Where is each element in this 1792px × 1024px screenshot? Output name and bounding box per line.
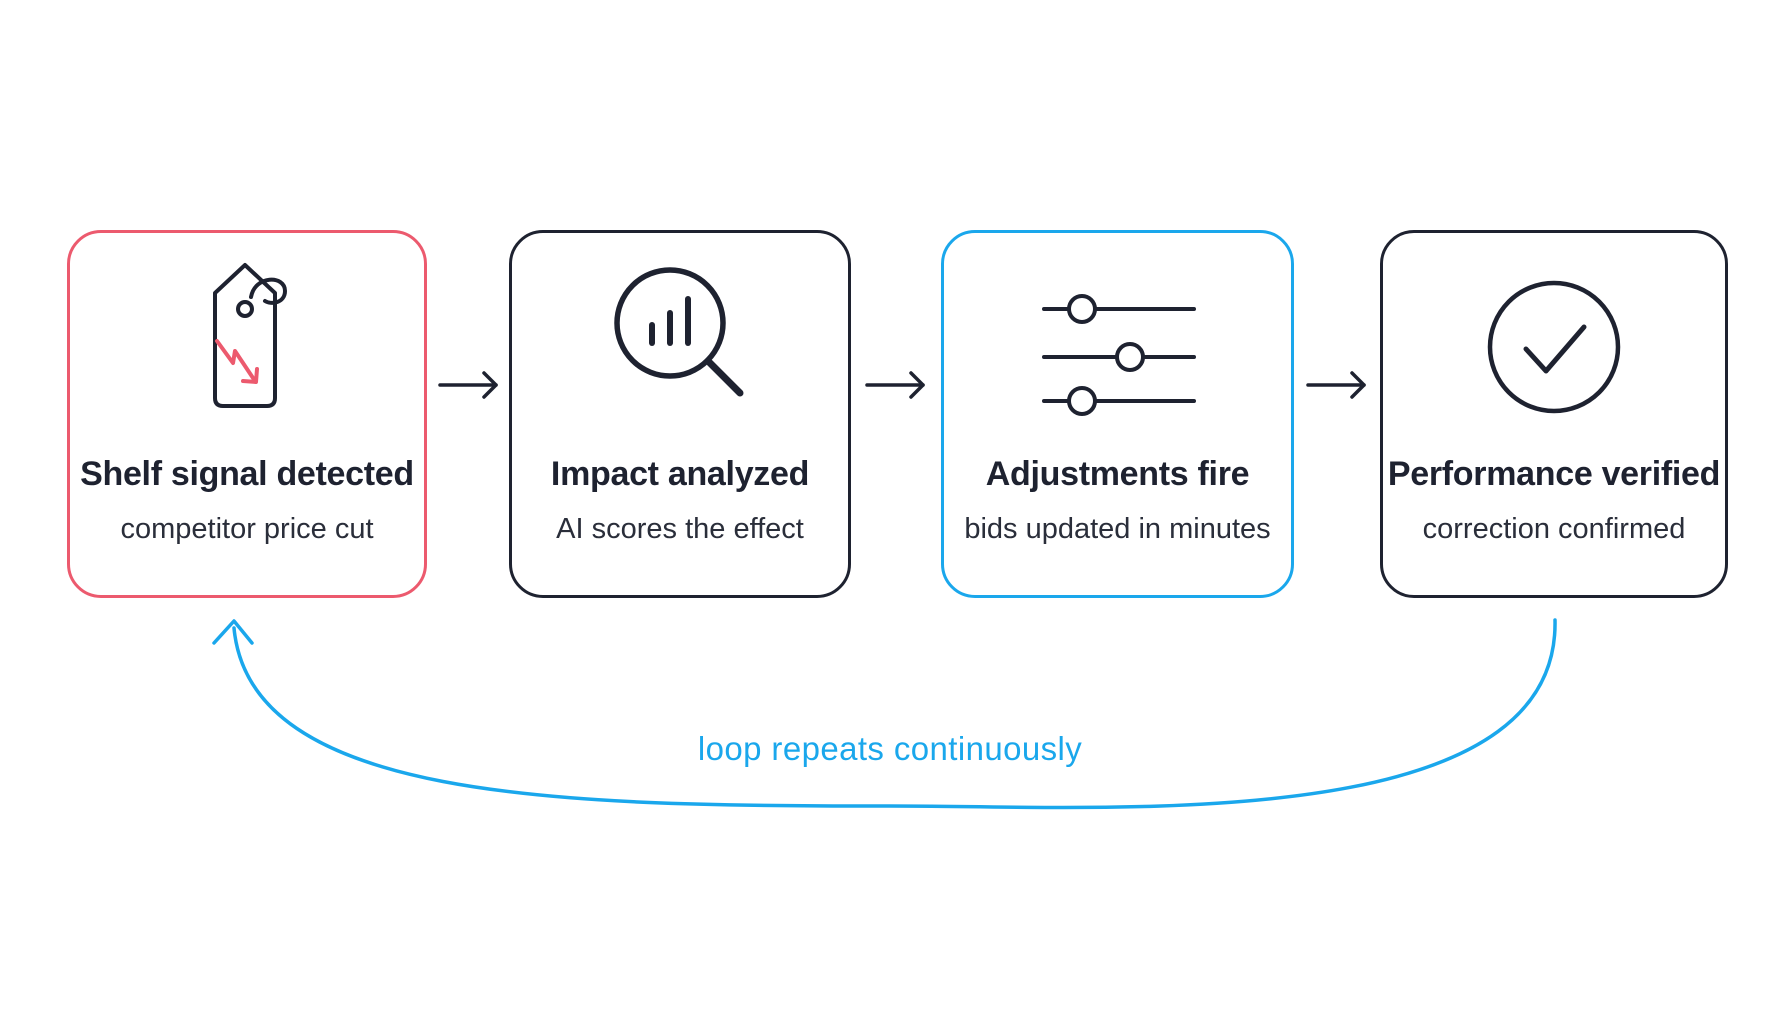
step-title: Shelf signal detected [80, 455, 414, 493]
step-card-performance: Performance verified correction confirme… [1380, 230, 1728, 598]
right-arrow-icon [438, 370, 500, 400]
step-subtitle: bids updated in minutes [964, 513, 1271, 545]
step-card-shelf-signal: Shelf signal detected competitor price c… [67, 230, 427, 598]
sliders-icon [1038, 261, 1198, 431]
loop-label: loop repeats continuously [697, 730, 1083, 767]
step-subtitle: competitor price cut [120, 513, 374, 545]
step-title: Impact analyzed [550, 455, 810, 493]
right-arrow-icon [865, 370, 927, 400]
step-subtitle: AI scores the effect [556, 513, 804, 545]
check-circle-icon [1474, 261, 1634, 431]
price-tag-down-icon [167, 261, 327, 431]
magnifier-chart-icon [600, 261, 760, 431]
step-card-adjustments: Adjustments fire bids updated in minutes [941, 230, 1294, 598]
step-card-impact: Impact analyzed AI scores the effect [509, 230, 851, 598]
step-subtitle: correction confirmed [1422, 513, 1686, 545]
step-title: Performance verified [1387, 455, 1721, 493]
right-arrow-icon [1306, 370, 1368, 400]
step-title: Adjustments fire [985, 455, 1250, 493]
